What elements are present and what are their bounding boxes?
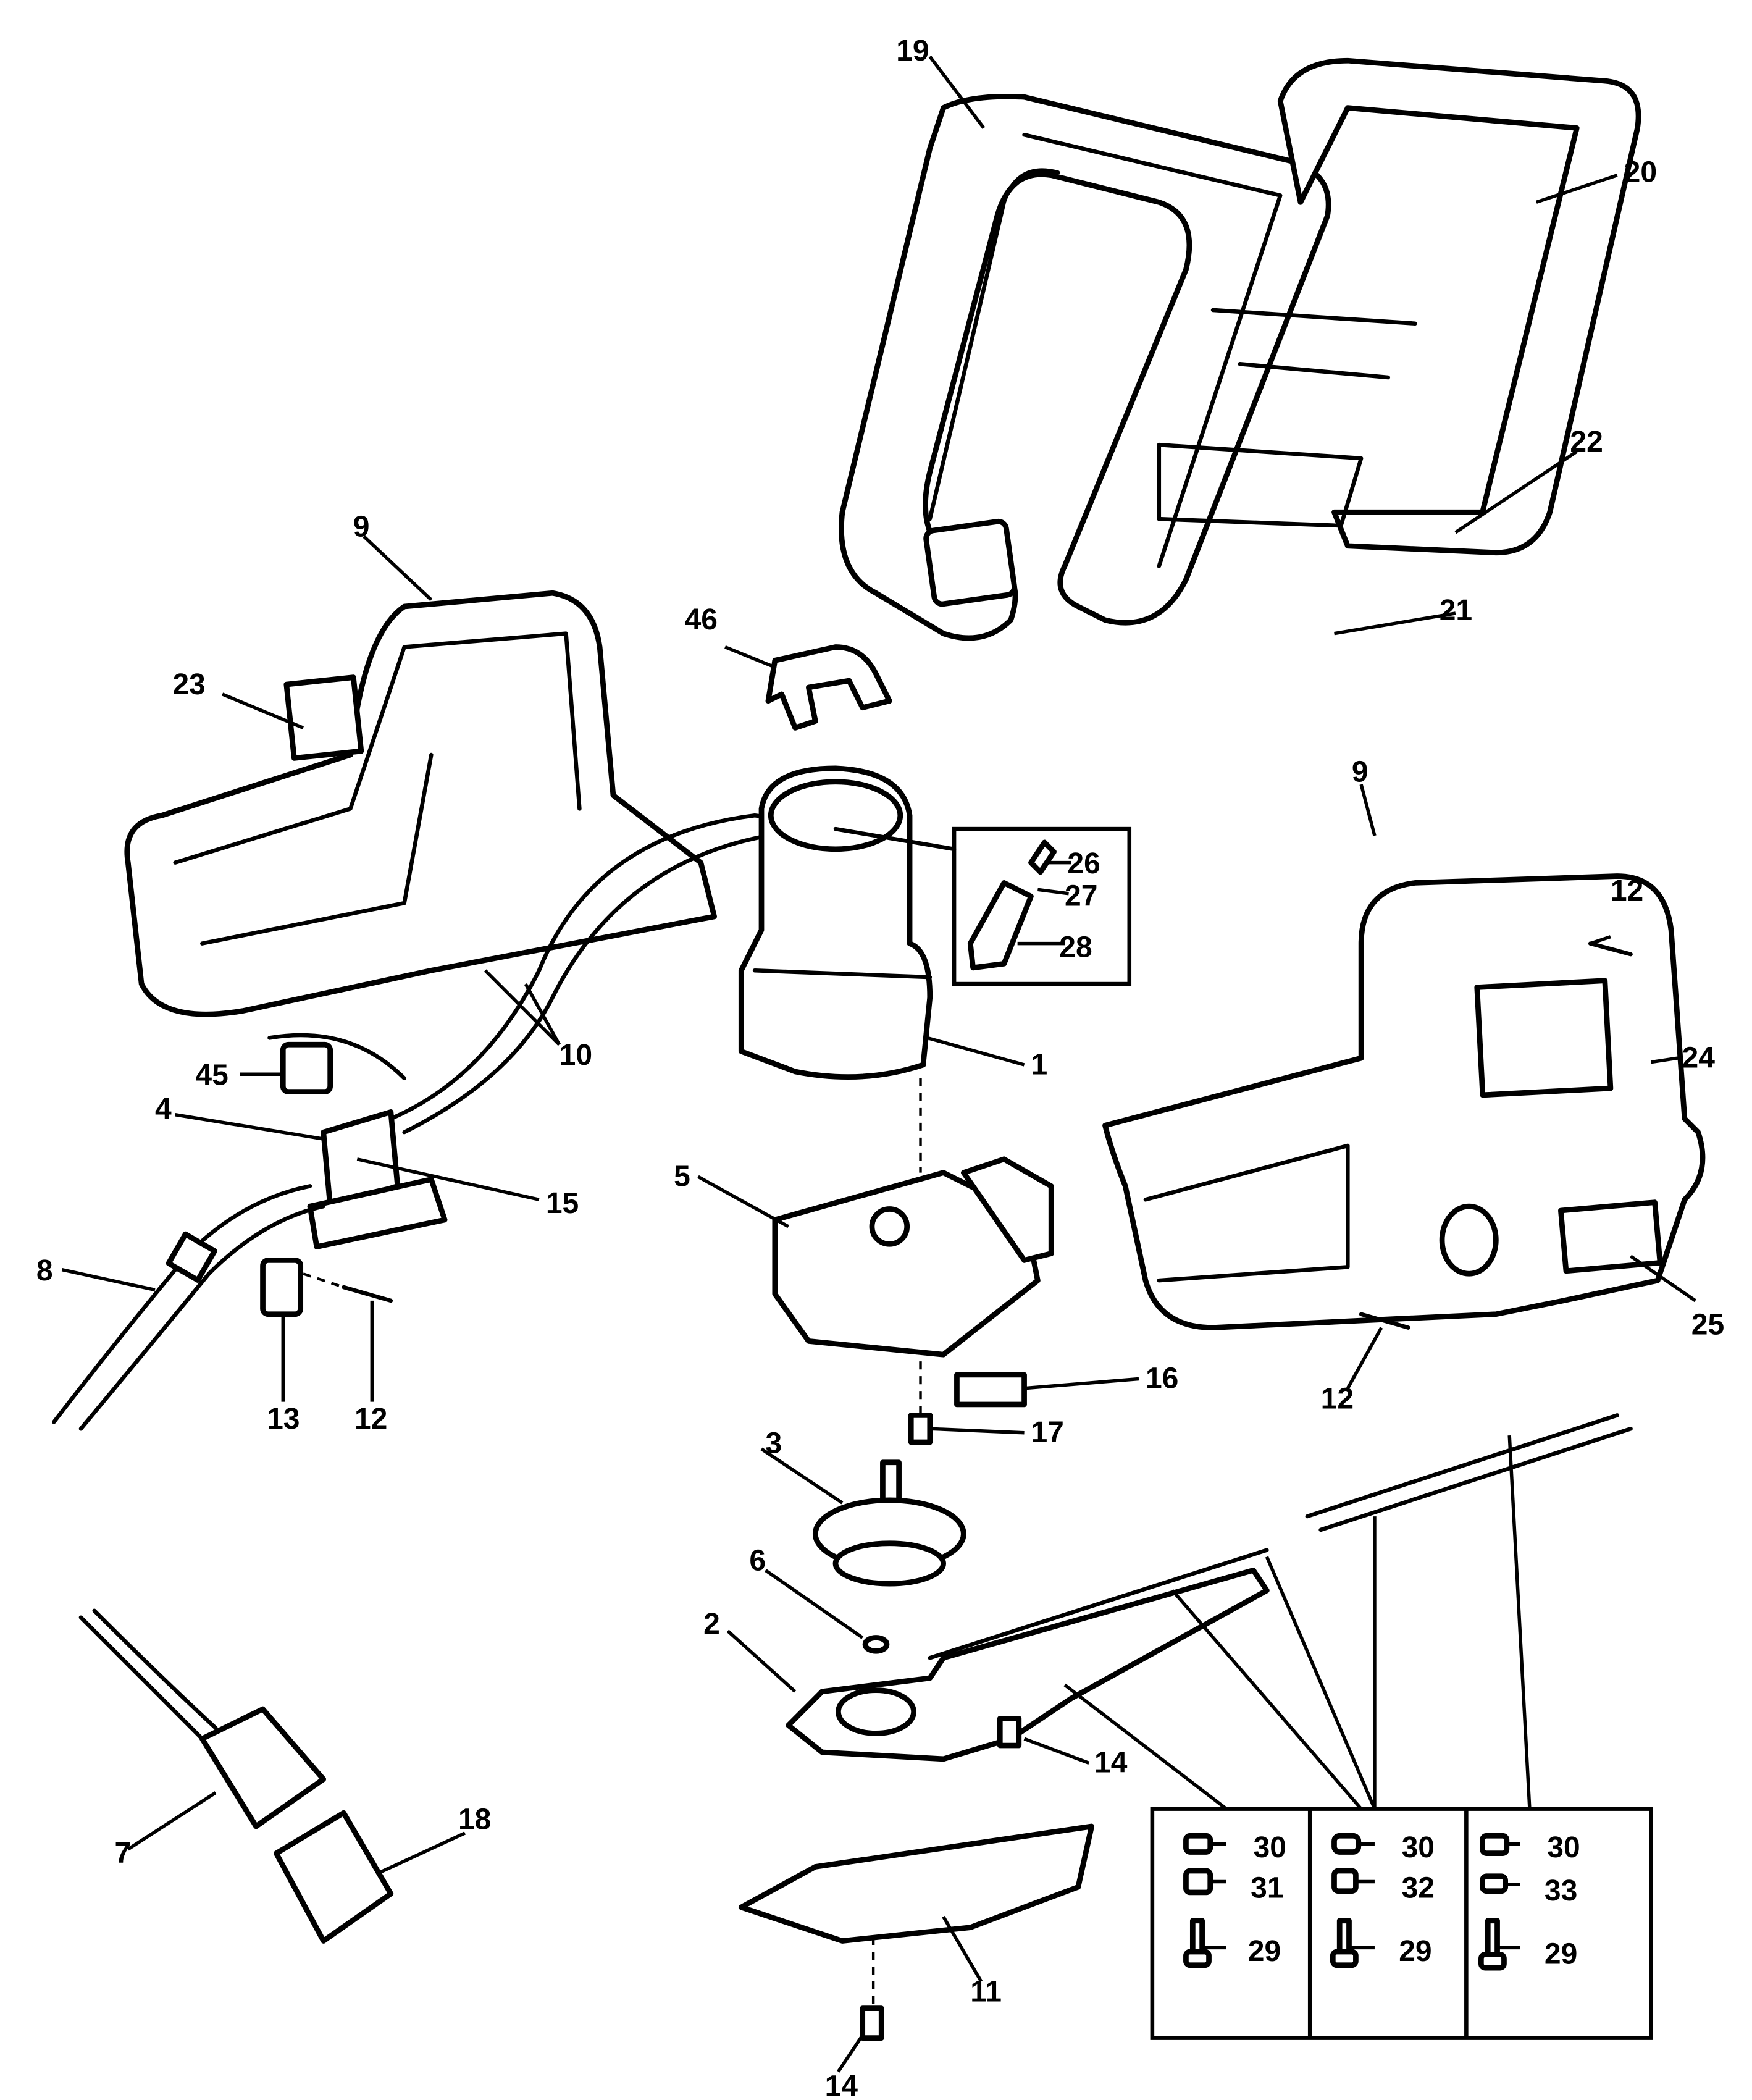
callout-21: 21 <box>1440 594 1472 627</box>
callout-22: 22 <box>1570 426 1603 458</box>
table-label: 29 <box>1545 1938 1577 1971</box>
table-label: 30 <box>1254 1831 1286 1864</box>
callout-16: 16 <box>1146 1363 1178 1395</box>
table-label: 33 <box>1545 1875 1577 1907</box>
table-label: 32 <box>1402 1872 1435 1905</box>
table-label: 29 <box>1248 1935 1281 1968</box>
callout-26: 26 <box>1067 847 1100 880</box>
cover-plate-part <box>738 1823 1095 1944</box>
callout-17: 17 <box>1031 1416 1063 1449</box>
callout-24: 24 <box>1682 1041 1716 1074</box>
brush-holder-part <box>967 880 1034 971</box>
screw-14a-part <box>997 1716 1022 1749</box>
callout-3: 3 <box>766 1427 782 1460</box>
cord-clamp-part <box>260 1258 304 1317</box>
washer-icon <box>1480 1873 1509 1894</box>
callout-8: 8 <box>36 1254 53 1287</box>
gear-case-part <box>772 1156 1054 1358</box>
callout-11: 11 <box>970 1976 1002 2009</box>
callout-9-right: 9 <box>1352 756 1368 789</box>
right-housing-part <box>1102 873 1706 1330</box>
screw-12a-part <box>1588 941 1633 957</box>
callout-15: 15 <box>546 1187 579 1220</box>
brush-clip-part <box>765 644 892 731</box>
callout-18: 18 <box>458 1803 491 1836</box>
nut-icon <box>1331 1833 1362 1855</box>
table-label: 30 <box>1547 1831 1580 1864</box>
screw-12c-part <box>1359 1312 1410 1330</box>
screw-17-part <box>908 1413 933 1445</box>
screw-12-part <box>342 1285 393 1303</box>
nut-icon <box>1480 1833 1510 1857</box>
callout-27: 27 <box>1065 880 1097 912</box>
callout-7: 7 <box>114 1837 131 1870</box>
callout-20: 20 <box>1624 156 1657 189</box>
callout-labels: 19 20 22 21 9 23 46 26 27 28 9 12 24 10 … <box>36 35 1724 2100</box>
gear-part <box>812 1460 966 1587</box>
table-label: 30 <box>1402 1831 1435 1864</box>
callout-2: 2 <box>703 1608 720 1640</box>
motor-part <box>738 765 933 1080</box>
callout-10: 10 <box>560 1039 592 1072</box>
blade-assembly-part <box>786 1413 1633 1762</box>
screw-14b-part <box>860 2006 884 2041</box>
hardware-table-labels: 30 31 29 30 32 29 30 33 29 <box>1248 1831 1580 1970</box>
handle-guard-part <box>1157 57 1641 556</box>
cord-part <box>52 1184 326 1431</box>
front-handle-part <box>839 94 1331 641</box>
callout-12-bottom: 12 <box>1321 1382 1354 1415</box>
callout-1: 1 <box>1031 1048 1047 1081</box>
spacer-icon <box>1331 1868 1359 1894</box>
callout-45: 45 <box>195 1059 228 1092</box>
callout-leaders <box>61 56 1696 2073</box>
table-label: 31 <box>1251 1872 1283 1905</box>
brush-inset-box <box>952 826 1132 986</box>
left-housing-part <box>124 590 717 1017</box>
callout-9-left: 9 <box>353 511 370 544</box>
switch-part <box>280 1041 448 1250</box>
callout-19: 19 <box>896 35 929 67</box>
bolt-head-icon <box>1183 1949 1212 1968</box>
callout-13: 13 <box>267 1403 300 1435</box>
washer-6-part <box>862 1635 890 1654</box>
callout-12-top: 12 <box>1611 875 1643 907</box>
label-16-part <box>954 1372 1027 1408</box>
nut-icon <box>1183 1833 1213 1855</box>
callout-4: 4 <box>155 1093 172 1125</box>
callout-14-top: 14 <box>1094 1747 1128 1779</box>
bolt-head-icon <box>1330 1949 1359 1968</box>
callout-46: 46 <box>685 603 718 636</box>
callout-14-bottom: 14 <box>825 2070 858 2100</box>
bolt-head-icon <box>1478 1951 1507 1971</box>
table-label: 29 <box>1399 1935 1431 1968</box>
callout-23: 23 <box>172 668 205 701</box>
plug-part <box>78 1608 327 1829</box>
callout-6: 6 <box>749 1544 766 1577</box>
callout-12-left: 12 <box>354 1403 387 1435</box>
callout-28: 28 <box>1059 931 1092 964</box>
cord-connector-part <box>274 1810 394 1944</box>
callout-25: 25 <box>1691 1308 1724 1341</box>
callout-5: 5 <box>674 1160 690 1193</box>
wires-part <box>267 813 865 1135</box>
hardware-table <box>1063 1435 1653 2040</box>
carbon-brush-part <box>1028 839 1057 875</box>
spacer-icon <box>1183 1868 1213 1896</box>
